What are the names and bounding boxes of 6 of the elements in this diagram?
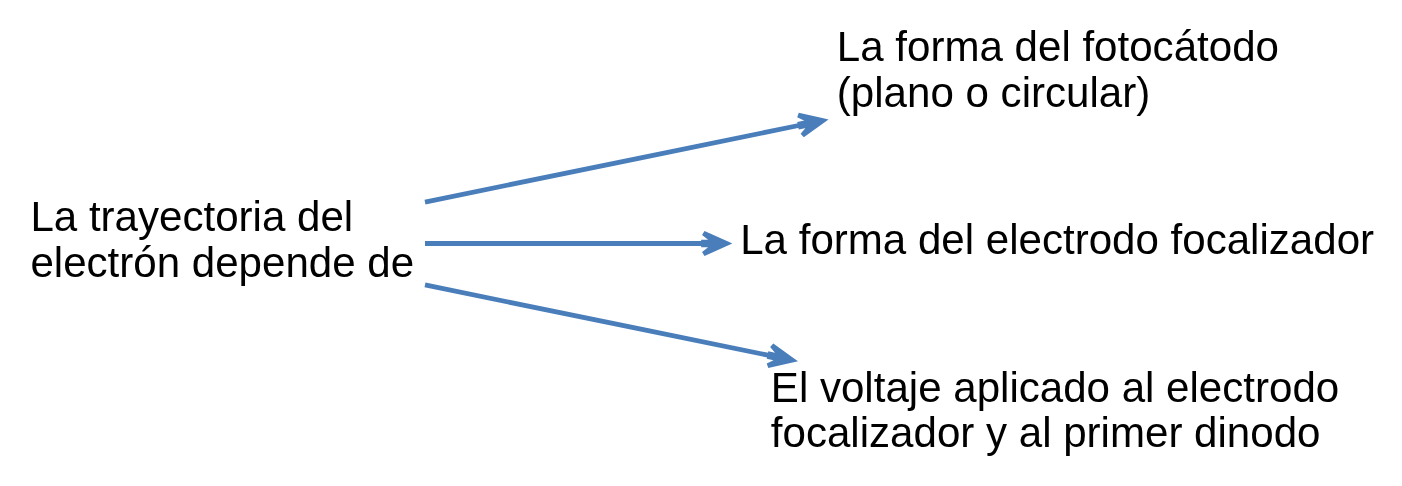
arrow — [424, 282, 795, 368]
node-text: La trayectoria del electrón depende de — [30, 192, 415, 286]
arrow — [424, 112, 826, 204]
node-text: La forma del electrodo focalizador — [740, 215, 1375, 263]
node-text: El voltaje aplicado al electrodo focalizador y al primer dinodo — [770, 363, 1340, 456]
node-text: La forma del fotocátodo (plano o circular) — [836, 22, 1279, 116]
